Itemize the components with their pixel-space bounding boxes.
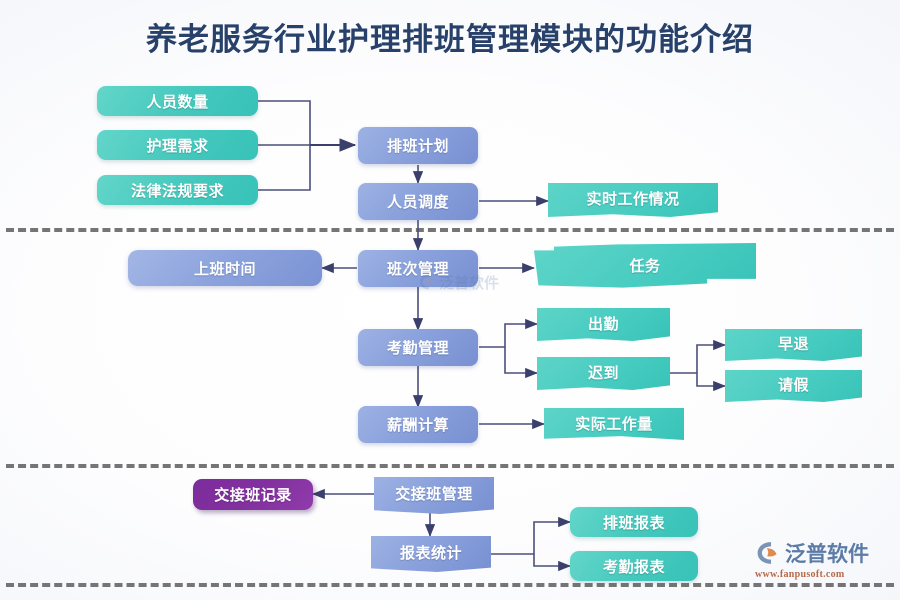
brand-logo-row: 泛普软件	[755, 538, 895, 568]
node-shift-plan[interactable]: 排班计划	[358, 127, 478, 164]
node-label: 上班时间	[193, 260, 256, 278]
node-label: 交接班记录	[214, 487, 292, 504]
node-late[interactable]: 迟到	[537, 357, 670, 390]
brand-url: www.fanpusoft.com	[755, 569, 845, 580]
node-attendance-management[interactable]: 考勤管理	[358, 329, 478, 366]
node-label: 护理需求	[146, 137, 209, 155]
node-care-demand[interactable]: 护理需求	[97, 130, 258, 160]
node-label: 排班计划	[386, 138, 449, 155]
node-label: 报表统计	[399, 545, 462, 562]
node-staff-count[interactable]: 人员数量	[97, 86, 258, 116]
node-shift-management[interactable]: 班次管理	[358, 250, 478, 287]
node-work-time[interactable]: 上班时间	[128, 250, 322, 286]
node-early-leave[interactable]: 早退	[725, 329, 862, 361]
section-divider-bottom	[6, 583, 894, 587]
node-label: 班次管理	[386, 261, 449, 278]
section-divider-top	[6, 228, 894, 232]
brand-name: 泛普软件	[785, 543, 869, 566]
page-title: 养老服务行业护理排班管理模块的功能介绍	[146, 22, 754, 57]
node-label: 请假	[777, 377, 809, 394]
node-label: 早退	[777, 336, 809, 353]
node-report-statistics[interactable]: 报表统计	[371, 536, 491, 572]
node-label: 交接班管理	[395, 486, 473, 503]
node-label: 人员调度	[386, 194, 449, 211]
brand-logo: 泛普软件 www.fanpusoft.com	[755, 538, 895, 590]
node-realtime-work-status[interactable]: 实时工作情况	[548, 183, 718, 217]
node-label: 法律法规要求	[130, 182, 224, 200]
node-label: 实际工作量	[575, 415, 653, 433]
node-label: 薪酬计算	[386, 417, 449, 434]
node-label: 实时工作情况	[586, 191, 680, 208]
node-label: 考勤报表	[602, 558, 665, 576]
node-label: 人员数量	[146, 93, 209, 111]
node-label: 排班报表	[602, 514, 665, 532]
node-label: 考勤管理	[386, 340, 449, 357]
section-divider-middle	[6, 464, 894, 468]
node-staff-dispatch[interactable]: 人员调度	[358, 183, 478, 220]
node-actual-workload[interactable]: 实际工作量	[544, 408, 684, 440]
node-legal-requirement[interactable]: 法律法规要求	[97, 175, 258, 205]
node-label: 任务	[629, 257, 661, 275]
node-label: 出勤	[587, 315, 619, 333]
node-schedule-report[interactable]: 排班报表	[570, 507, 698, 537]
node-salary-calculation[interactable]: 薪酬计算	[358, 406, 478, 443]
node-leave-request[interactable]: 请假	[725, 370, 862, 402]
node-label: 迟到	[587, 364, 619, 382]
node-attendance[interactable]: 出勤	[537, 308, 670, 341]
fanpu-logo-icon	[757, 542, 777, 564]
node-attendance-report[interactable]: 考勤报表	[570, 551, 698, 581]
node-handover-management[interactable]: 交接班管理	[374, 477, 494, 514]
node-handover-record[interactable]: 交接班记录	[193, 479, 313, 510]
node-task[interactable]: 任务	[534, 243, 756, 288]
